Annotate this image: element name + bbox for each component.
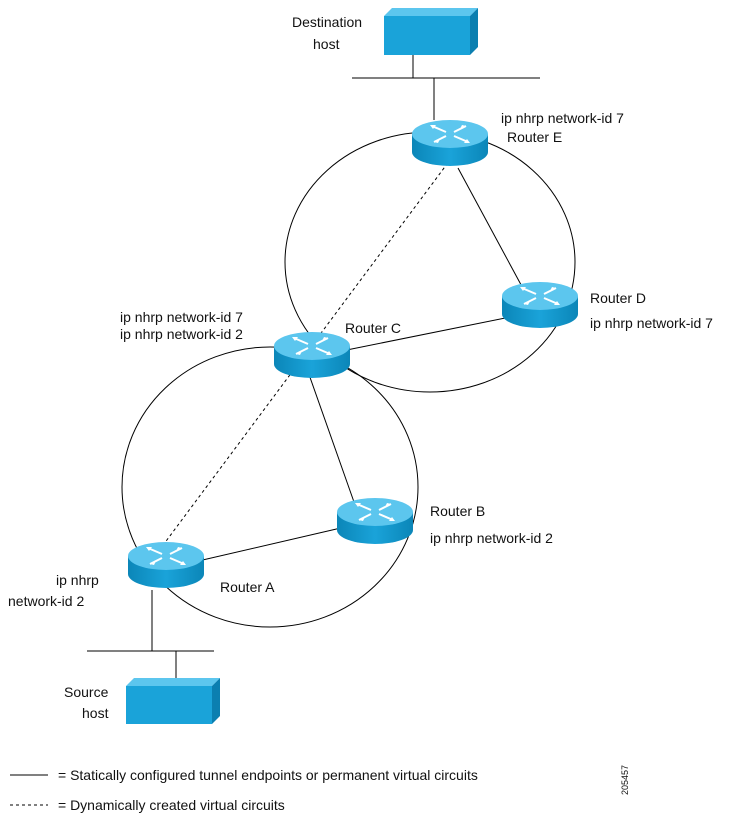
destination-host-label-line2: host — [313, 36, 340, 52]
router-icon — [502, 282, 578, 328]
router-icon — [412, 120, 488, 166]
legend-solid-text: = Statically configured tunnel endpoints… — [58, 767, 478, 783]
legend-dashed-text: = Dynamically created virtual circuits — [58, 797, 285, 813]
router-b-nhrp-label: ip nhrp network-id 2 — [430, 530, 553, 546]
network-2-ring — [121, 346, 419, 628]
router-e-nhrp-label: ip nhrp network-id 7 — [501, 110, 624, 126]
router-d-nhrp-label: ip nhrp network-id 7 — [590, 315, 713, 331]
source-host: Source host — [64, 678, 220, 724]
destination-host: Destination host — [292, 8, 478, 55]
dynamic-circuit-a-e — [151, 159, 451, 561]
router-b-name-label: Router B — [430, 503, 485, 519]
destination-host-label-line1: Destination — [292, 14, 362, 30]
source-host-label-line2: host — [82, 705, 109, 721]
link-c-b — [305, 365, 355, 503]
router-e — [412, 120, 488, 166]
router-c-nhrp-label-2: ip nhrp network-id 2 — [120, 326, 243, 342]
host-icon — [384, 8, 478, 55]
source-host-label-line1: Source — [64, 684, 109, 700]
static-links — [87, 55, 540, 679]
router-c-name-label: Router C — [345, 320, 401, 336]
router-e-name-label: Router E — [507, 129, 562, 145]
router-a-name-label: Router A — [220, 579, 275, 595]
router-icon — [274, 332, 350, 378]
figure-id: 205457 — [620, 765, 630, 795]
router-icon — [337, 498, 413, 544]
legend: = Statically configured tunnel endpoints… — [10, 767, 478, 813]
host-icon — [126, 678, 220, 724]
router-a-nhrp-label-2: network-id 2 — [8, 593, 84, 609]
router-c-nhrp-label-1: ip nhrp network-id 7 — [120, 309, 243, 325]
link-e-d — [457, 167, 527, 295]
router-d-name-label: Router D — [590, 290, 646, 306]
router-icon — [128, 542, 204, 588]
router-a — [128, 542, 204, 588]
router-d — [502, 282, 578, 328]
router-c — [274, 332, 350, 378]
router-b — [337, 498, 413, 544]
router-a-nhrp-label-1: ip nhrp — [56, 572, 99, 588]
